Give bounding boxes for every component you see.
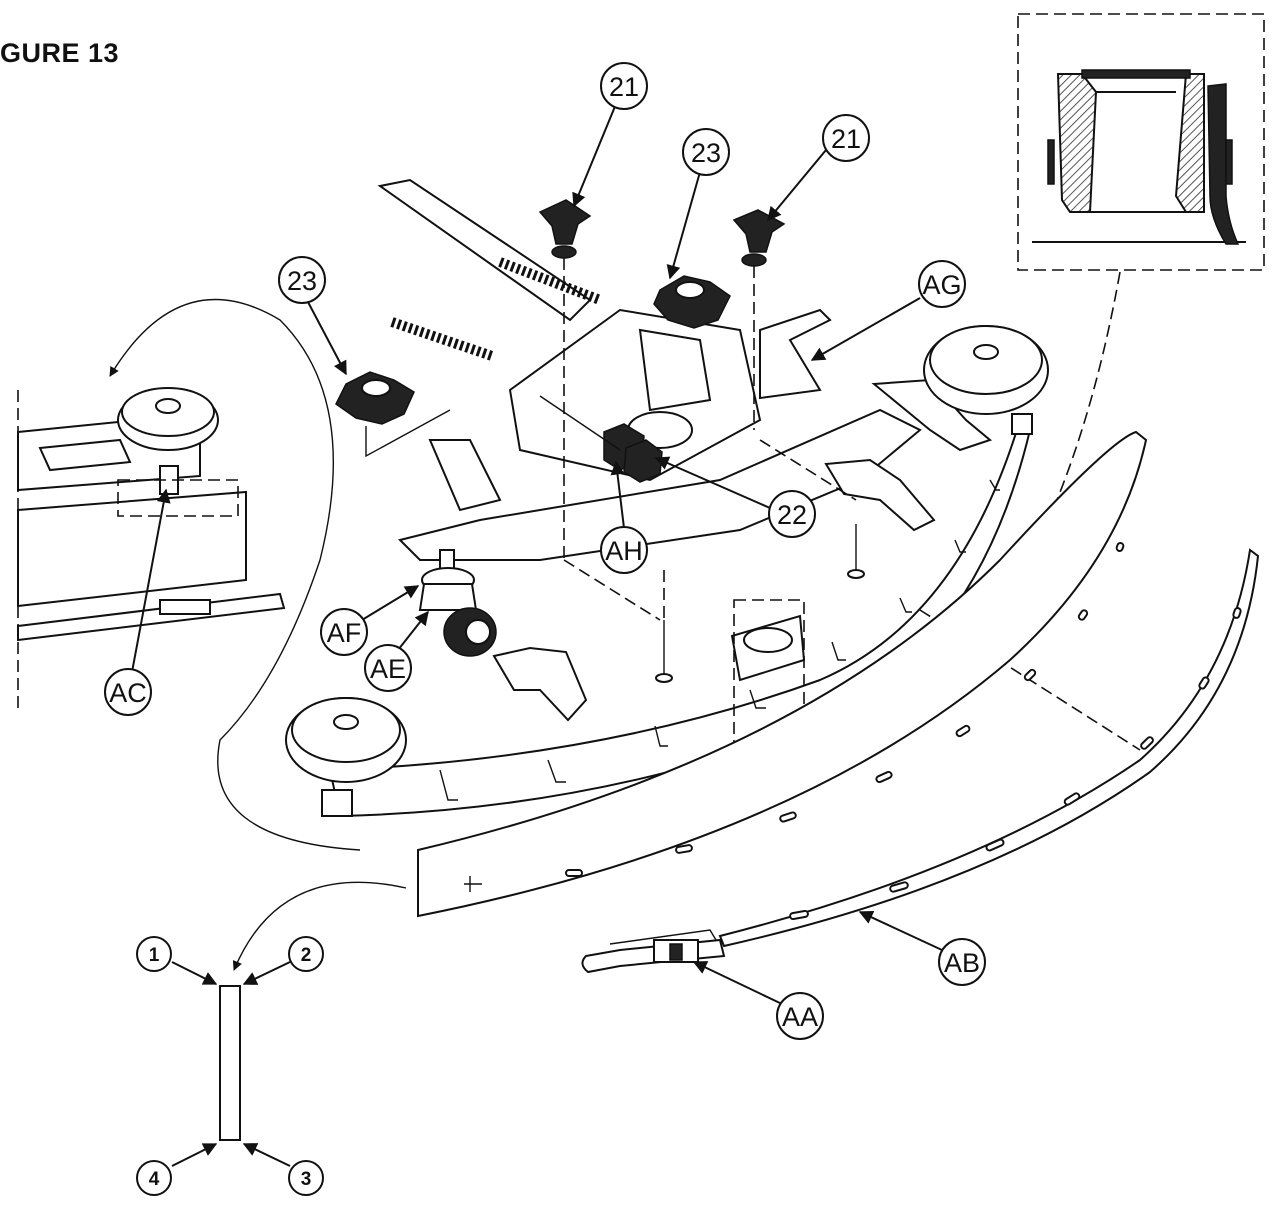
edge-label-3 bbox=[288, 1160, 324, 1196]
strap-latch bbox=[581, 929, 726, 974]
svg-text:AA: AA bbox=[782, 1002, 818, 1032]
star-knob-left bbox=[335, 371, 451, 458]
blade-slots bbox=[565, 542, 1125, 877]
inset-top-cap bbox=[1081, 69, 1191, 79]
edge-label-2 bbox=[288, 936, 324, 972]
stud-left bbox=[655, 673, 673, 683]
callout-AF bbox=[320, 608, 368, 656]
svg-text:21: 21 bbox=[609, 72, 639, 102]
squeegee-frame-assembly bbox=[285, 178, 1049, 818]
svg-text:23: 23 bbox=[691, 138, 721, 168]
callout-AA bbox=[776, 992, 824, 1040]
inset-right-section bbox=[1174, 73, 1205, 213]
svg-text:22: 22 bbox=[777, 500, 807, 530]
base-plate bbox=[398, 408, 922, 561]
blade-edge-section bbox=[219, 985, 241, 1141]
svg-text:AF: AF bbox=[327, 618, 362, 648]
squeegee-body bbox=[328, 418, 1032, 818]
wheel-left bbox=[285, 697, 407, 817]
blade-edge-diagram: 1 2 3 4 bbox=[136, 881, 407, 1196]
callouts: 21 23 21 23 AG 22 AH AF AE bbox=[104, 62, 986, 1040]
edge-label-3-text: 3 bbox=[301, 1169, 312, 1190]
svg-text:23: 23 bbox=[287, 266, 317, 296]
right-arm-tab bbox=[759, 308, 832, 400]
figure-title: GURE 13 bbox=[0, 38, 120, 68]
inset-left-section bbox=[1056, 73, 1098, 213]
callout-22 bbox=[768, 490, 816, 538]
edge-label-4 bbox=[136, 1160, 172, 1196]
body-wing-knob-left bbox=[492, 646, 588, 722]
star-knob-center bbox=[653, 275, 731, 329]
body-wing-knob-right bbox=[824, 458, 936, 532]
stud-right bbox=[847, 569, 865, 579]
body-ribs bbox=[439, 479, 1000, 801]
spring-lower bbox=[390, 317, 494, 361]
edge-label-1 bbox=[136, 936, 172, 972]
callout-21-left bbox=[600, 62, 648, 110]
left-detail-curved-leader bbox=[109, 298, 361, 851]
callout-21-right bbox=[822, 114, 870, 162]
left-detail-view bbox=[17, 298, 361, 851]
edge-label-4-text: 4 bbox=[149, 1169, 160, 1190]
inset-blade-section bbox=[1207, 83, 1240, 245]
strap-slots bbox=[789, 607, 1242, 921]
svg-text:AG: AG bbox=[922, 270, 961, 300]
callout-23-left bbox=[278, 256, 326, 304]
edge-diagram-leader bbox=[232, 881, 407, 971]
callout-23-center bbox=[682, 128, 730, 176]
squeegee-blade-front bbox=[417, 430, 1148, 918]
callout-AB bbox=[938, 938, 986, 986]
detail-inset bbox=[1017, 13, 1265, 271]
t-knob-left bbox=[538, 199, 592, 560]
callout-AC bbox=[104, 668, 152, 716]
detail-inset-frame bbox=[1017, 13, 1265, 271]
left-detail-squeegee bbox=[17, 490, 247, 608]
svg-text:AB: AB bbox=[944, 948, 980, 978]
svg-text:AE: AE bbox=[370, 654, 406, 684]
svg-text:AH: AH bbox=[605, 536, 643, 566]
caster-wheel bbox=[418, 549, 497, 657]
svg-text:21: 21 bbox=[831, 124, 861, 154]
edge-label-2-text: 2 bbox=[301, 945, 312, 966]
callout-AG bbox=[918, 260, 966, 308]
svg-text:AC: AC bbox=[109, 678, 147, 708]
edge-label-1-text: 1 bbox=[149, 945, 160, 966]
callout-AH bbox=[600, 526, 648, 574]
callout-AE bbox=[364, 644, 412, 692]
wheel-right bbox=[923, 325, 1049, 435]
